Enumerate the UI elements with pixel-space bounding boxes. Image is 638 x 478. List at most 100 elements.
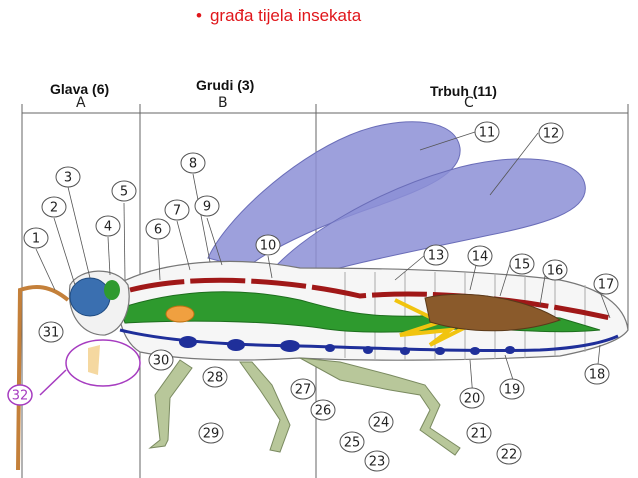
callout-7: 7 xyxy=(164,199,190,221)
callout-21: 21 xyxy=(466,422,492,444)
callout-10: 10 xyxy=(255,234,281,256)
brain xyxy=(104,280,120,300)
section-thorax-letter: B xyxy=(218,95,228,111)
section-thorax-label: Grudi (3) xyxy=(196,77,255,93)
body-outline xyxy=(117,260,629,361)
mouthparts-circle xyxy=(65,339,141,387)
callout-circle xyxy=(41,196,67,218)
callout-17: 17 xyxy=(593,273,619,295)
callout-31: 31 xyxy=(38,321,64,343)
callout-number: 16 xyxy=(547,264,564,279)
callout-number: 11 xyxy=(479,126,496,141)
callout-circle xyxy=(255,234,281,256)
slide-title-text: građa tijela insekata xyxy=(209,6,362,25)
callout-5: 5 xyxy=(111,180,137,202)
middle-leg xyxy=(239,361,291,453)
callout-circle xyxy=(339,431,365,453)
dorsal-vessel xyxy=(129,277,611,321)
reproductive-organ xyxy=(424,293,562,332)
body xyxy=(117,260,629,361)
callout-circle xyxy=(148,349,174,371)
callout-circle xyxy=(95,215,121,237)
callout-number: 29 xyxy=(203,427,220,442)
callout-27: 27 xyxy=(290,378,316,400)
callout-23: 23 xyxy=(364,450,390,472)
hind-wing xyxy=(267,158,586,283)
callout-12: 12 xyxy=(538,122,564,144)
callout-circle xyxy=(111,180,137,202)
mandible xyxy=(88,345,100,375)
antenna xyxy=(16,285,70,471)
callout-number: 14 xyxy=(472,250,489,265)
callout-number: 24 xyxy=(373,416,390,431)
callout-number: 26 xyxy=(315,404,332,419)
callout-number: 23 xyxy=(369,455,386,470)
callout-circle xyxy=(7,384,33,406)
hind-leg xyxy=(299,357,461,456)
callout-22: 22 xyxy=(496,443,522,465)
fore-wing xyxy=(207,121,461,269)
callout-16: 16 xyxy=(542,259,568,281)
callout-circle xyxy=(364,450,390,472)
callout-circle xyxy=(593,273,619,295)
callout-circle xyxy=(496,443,522,465)
callout-circle xyxy=(38,321,64,343)
callout-number: 31 xyxy=(43,326,60,341)
callout-number: 30 xyxy=(153,354,170,369)
callout-30: 30 xyxy=(148,349,174,371)
callout-number: 32 xyxy=(12,389,29,404)
section-head-label: Glava (6) xyxy=(50,81,110,97)
callout-circle xyxy=(538,122,564,144)
callout-24: 24 xyxy=(368,411,394,433)
callout-number: 19 xyxy=(504,383,521,398)
callout-number: 7 xyxy=(173,204,181,219)
compound-eye xyxy=(69,277,111,317)
callout-circle xyxy=(164,199,190,221)
bullet-icon: • xyxy=(196,6,202,25)
callout-circle xyxy=(466,422,492,444)
callout-number: 25 xyxy=(344,436,361,451)
callout-circle xyxy=(310,399,336,421)
section-abdomen-label: Trbuh (11) xyxy=(430,83,497,99)
callout-number: 15 xyxy=(514,258,531,273)
callout-4: 4 xyxy=(95,215,121,237)
callout-circle xyxy=(542,259,568,281)
legs xyxy=(148,357,461,456)
callout-number: 2 xyxy=(50,201,58,216)
callout-circle xyxy=(55,166,81,188)
callout-number: 18 xyxy=(589,368,606,383)
callout-3: 3 xyxy=(55,166,81,188)
callout-20: 20 xyxy=(459,387,485,409)
callout-number: 27 xyxy=(295,383,312,398)
callout-14: 14 xyxy=(467,245,493,267)
callout-circle xyxy=(584,363,610,385)
callout-number: 9 xyxy=(203,200,211,215)
callout-circle xyxy=(23,227,49,249)
callout-circle xyxy=(202,366,228,388)
callout-18: 18 xyxy=(584,363,610,385)
callout-number: 17 xyxy=(598,278,615,293)
section-abdomen-letter: C xyxy=(464,95,474,111)
callout-circle xyxy=(194,195,220,217)
callout-circle xyxy=(198,422,224,444)
callout-15: 15 xyxy=(509,253,535,275)
callout-number: 8 xyxy=(189,157,197,172)
callout-number: 22 xyxy=(501,448,518,463)
callout-number: 10 xyxy=(260,239,277,254)
callout-32: 32 xyxy=(7,384,33,406)
callout-1: 1 xyxy=(23,227,49,249)
salivary-gland xyxy=(165,305,195,323)
callout-number: 28 xyxy=(207,371,224,386)
callout-19: 19 xyxy=(499,378,525,400)
section-head-letter: A xyxy=(76,95,86,111)
callout-11: 11 xyxy=(474,121,500,143)
callout-number: 6 xyxy=(154,223,162,238)
nerve-ganglia xyxy=(179,336,515,355)
callout-number: 13 xyxy=(428,249,445,264)
callout-number: 5 xyxy=(120,185,128,200)
callout-8: 8 xyxy=(180,152,206,174)
wings xyxy=(207,121,586,283)
